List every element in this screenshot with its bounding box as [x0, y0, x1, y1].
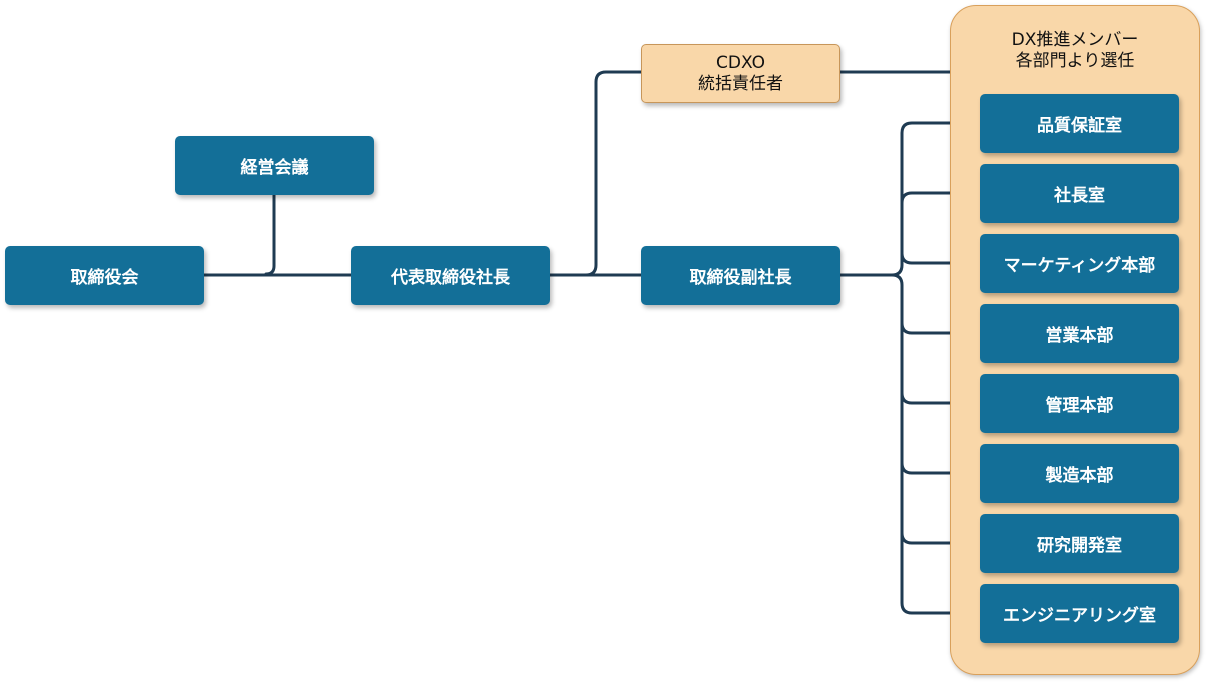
cdxo-node: CDXO 統括責任者 [641, 44, 840, 103]
dept-sales: 営業本部 [980, 304, 1179, 363]
board-node: 取締役会 [5, 246, 204, 305]
connector-dept-3 [900, 251, 982, 265]
ceo-node: 代表取締役社長 [351, 246, 550, 305]
dept-quality-assurance: 品質保証室 [980, 94, 1179, 153]
dept-president-office: 社長室 [980, 164, 1179, 223]
dept-manufacturing: 製造本部 [980, 444, 1179, 503]
connector-dept-6 [900, 461, 982, 475]
connector-dept-7 [900, 531, 982, 545]
dept-engineering: エンジニアリング室 [980, 584, 1179, 643]
dx-members-title-line2: 各部門より選任 [1015, 51, 1135, 71]
connector-dept-4 [900, 321, 982, 335]
vice-president-node: 取締役副社長 [641, 246, 840, 305]
dept-administration: 管理本部 [980, 374, 1179, 433]
dx-members-title: DX推進メンバー 各部門より選任 [950, 30, 1200, 72]
connector-meeting-ceo [264, 193, 276, 276]
cdxo-line2: 統括責任者 [698, 73, 783, 94]
cdxo-line1: CDXO [716, 52, 765, 73]
connector-dept-5 [900, 391, 982, 405]
management-meeting-node: 経営会議 [175, 136, 374, 195]
dept-marketing: マーケティング本部 [980, 234, 1179, 293]
dx-members-title-line1: DX推進メンバー [1011, 30, 1139, 50]
connector-dept-2 [900, 191, 982, 205]
connector-bus-down [890, 273, 982, 615]
connector-ceo-cdxo [584, 70, 643, 277]
dept-research-development: 研究開発室 [980, 514, 1179, 573]
